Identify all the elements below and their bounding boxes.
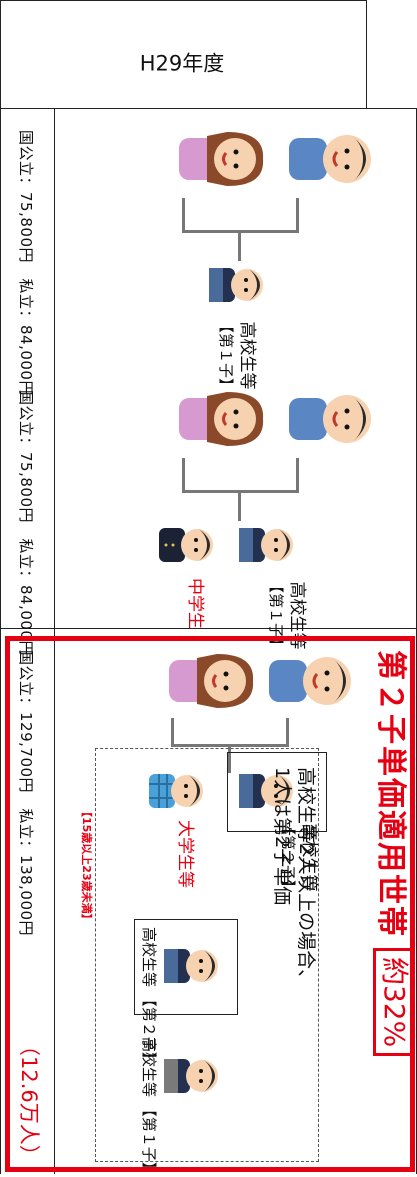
- university-age-note: 【15歳以上23歳未満】: [80, 806, 93, 925]
- family-tree-line: [238, 233, 241, 261]
- high-school-student-icon: [239, 528, 293, 562]
- case-2-family: 高校生等 【第１子】 中学生: [55, 368, 417, 653]
- case-3-family: [55, 636, 417, 776]
- child-label-text: 中学生: [185, 578, 205, 629]
- mother-icon: [179, 392, 264, 446]
- column-divider-1: [0, 628, 417, 629]
- father-icon: [289, 395, 371, 443]
- year-column: H29年度: [0, 0, 417, 109]
- child-label: 高校生等 【第１子】: [140, 1037, 158, 1177]
- family-tree-line: [182, 198, 185, 233]
- child-label-text: 高校生等: [140, 927, 158, 988]
- university-student-icon: [149, 774, 203, 808]
- family-tree-line: [171, 718, 174, 747]
- family-tree-line: [182, 458, 185, 493]
- high-school-student-icon: [239, 774, 293, 808]
- child-label: 中学生: [184, 578, 205, 629]
- child-label-text: 高校生等: [140, 1037, 158, 1098]
- case-2-price: 国公立：75,800円 私立：84,000円: [17, 390, 35, 656]
- high-school-student-icon: [164, 949, 218, 983]
- high-school-student-icon: [164, 1059, 218, 1093]
- note-box: 高校生等2人以上の場合、1人は第2子単価 高校生等 【第２子】 高校生等 【第１…: [95, 748, 319, 1177]
- highlight-percent-badge: 約32%: [373, 948, 415, 1057]
- family-tree-line: [286, 718, 289, 747]
- highlight-amount: （12.6万人）: [17, 1035, 41, 1166]
- father-icon: [289, 135, 371, 183]
- mother-icon: [179, 132, 264, 186]
- junior-high-student-icon: [159, 528, 213, 562]
- case-3-price: 国公立：129,700円 私立：138,000円: [17, 650, 35, 937]
- high-school-student-icon: [209, 268, 263, 302]
- child-label-sub: 【第１子】: [140, 1101, 158, 1177]
- note-text: 高校生等2人以上の場合、1人は第2子単価: [271, 767, 317, 989]
- family-tree-line: [296, 198, 299, 233]
- case-1-price: 国公立：75,800円 私立：84,000円: [17, 130, 35, 396]
- father-icon: [269, 657, 351, 705]
- frame-bottom-line: [0, 0, 1, 1174]
- case-1-family: 高校生等 【第１子】: [55, 108, 417, 393]
- family-tree-line: [238, 493, 241, 521]
- year-label: H29年度: [139, 51, 225, 76]
- mother-icon: [169, 654, 254, 708]
- family-tree-line: [296, 458, 299, 493]
